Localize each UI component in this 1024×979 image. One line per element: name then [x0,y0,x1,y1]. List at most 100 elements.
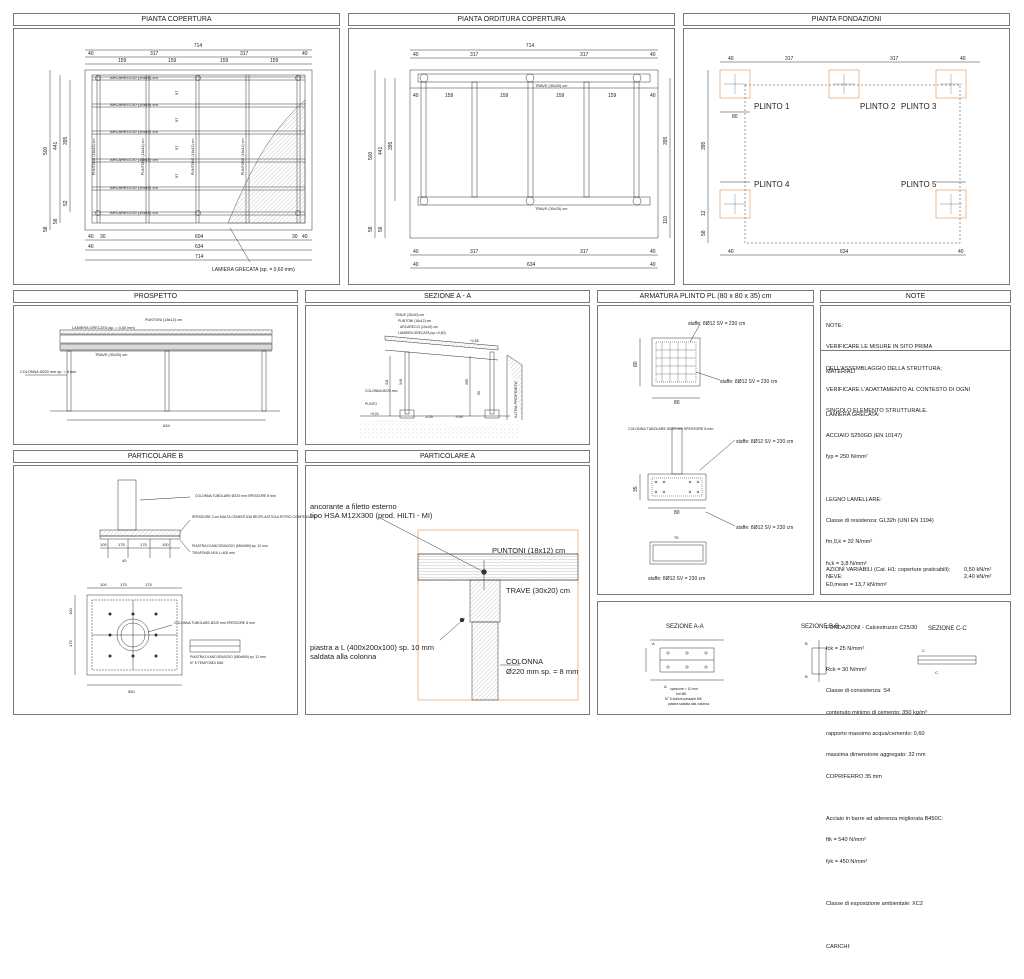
cop-dim-58: 58 [43,226,49,232]
sezione-aa-drawing [360,335,523,438]
arm-dim-75: 75 [674,535,679,540]
azioni-label: AZIONI VARIABILI (Cat. H1: coperture pra… [826,567,951,573]
ord-dim-40d: 40 [650,93,656,99]
pb-dim-6: 40 [122,558,127,563]
pb-label-6: PIASTRA DI ANCORAGGIO (550x550) sp. 12 m… [190,655,266,659]
plinto-2-label: PLINTO 2 [860,102,896,111]
neve-label: NEVE: [826,574,843,580]
legno-2: Classe di resistenza: GL32h (UNI EN 1194… [826,518,934,525]
pa-ancorante-1: ancorante a filetto esterno [310,502,397,511]
cop-dim-total: 714 [194,43,203,49]
pa-piastra-2: saldata alla colonna [310,652,377,661]
fon-dim-395: 395 [701,141,707,150]
cop-dim-b30a: 30 [100,234,106,240]
pa-piastra-1: piastra a L (400x200x100) sp. 10 mm [310,643,434,652]
notes-divider [820,350,1011,351]
sez-label-2: PUNTONI (18x12) cm [398,319,431,323]
panel-particolare-a [305,465,590,715]
pro-colonna: COLONNA Ø220 mm sp. = 8 mm [20,370,76,374]
fon-dim-58: 58 [701,230,707,236]
sez-quota-1: +0,00 [370,412,379,416]
prospetto-drawing [25,329,280,421]
sez-quota-4: +2,85 [470,339,479,343]
pb-label-3: PIASTRA DI ANCORAGGIO (550x550) sp. 12 m… [192,544,268,548]
cop-dim-40a: 40 [88,51,94,57]
ord-dim-b317a: 317 [470,249,479,255]
legno-4: fv,k = 3,8 N/mm² [826,560,867,567]
cop-dim-159d: 159 [270,58,279,64]
title-pianta-orditura: PIANTA ORDITURA COPERTURA [348,13,675,26]
panel-note [820,305,1011,595]
pa-ancorante-2: tipo HSA M12X300 (prod. HILTI - MI) [310,511,433,520]
fon-dim-80: 80 [732,114,738,120]
cop-spacing-3: 97 [174,145,179,150]
ord-dim-b40c: 40 [413,262,419,268]
arm-staffe-4: staffe: 8Ø12 SV = 230 cm [736,525,793,531]
arm-dim-80b: 80 [674,400,680,406]
plinto-1-label: PLINTO 1 [754,102,790,111]
pb-dim-3: 175 [140,542,147,547]
pb-dim-1: 100 [100,542,107,547]
cop-arcareccio-5: ARCARECCIO (10x10) cm [110,185,158,190]
sez-note-2: fori Ø6 [676,692,686,696]
sez-note-1: spessore = 10 mm [670,687,698,691]
ord-dim-159b: 159 [500,93,509,99]
carichi-title: CARICHI: [826,943,851,950]
cop-dim-159c: 159 [220,58,229,64]
notes-block: NOTE: VERIFICARE LE MISURE IN SITO PRIMA… [826,309,970,423]
fon-dim-40b: 40 [960,56,966,62]
ord-dim-58: 58 [368,226,374,232]
ord-dim-b40b: 40 [650,249,656,255]
fon-dim-b40b: 40 [958,249,964,255]
arm-dim-35: 35 [633,486,639,492]
armatura-drawing [639,323,736,565]
ord-dim-159c: 159 [556,93,565,99]
pb-dim-7: 175 [68,640,73,647]
sez-aa-title: SEZIONE A-A [666,624,704,630]
title-pianta-copertura: PIANTA COPERTURA [13,13,340,26]
pb-label-4: TIRAFONDI M16 L=400 mm [192,551,235,555]
arm-colonna: COLONNA TUBOLARE Ø220 mm SPESSORE 8 mm [628,427,713,431]
sez-dim-3: 395 [465,379,469,385]
ord-dim-159a: 159 [445,93,454,99]
cop-dim-b604: 604 [195,234,204,240]
title-pianta-fondazioni: PIANTA FONDAZIONI [683,13,1010,26]
cop-dim-b634: 634 [195,244,204,250]
legno-3: fm,0,k = 32 N/mm² [826,539,873,546]
pro-dim-634: 634 [163,423,170,428]
ord-dim-317a: 317 [470,52,479,58]
ord-dim-500: 500 [368,151,374,160]
title-particolare-a: PARTICOLARE A [305,450,590,463]
arm-staffe-5: staffe: 8Ø12 SV = 230 cm [648,576,705,582]
fond-2: fck = 25 N/mm² [826,645,865,652]
sez-cc-title: SEZIONE C-C [928,626,967,632]
sez-bb-title: SEZIONE B-B [801,624,839,630]
sez-note-4: piastra saldata alla colonna [668,702,709,706]
pb-label-5: COLONNA TUBOLARE Ø220 mm SPESSORE 8 mm [174,621,255,625]
fond-6: rapporto massimo acqua/cemento: 0,60 [826,730,925,737]
ord-trave-1: TRAVE (30x20) cm [535,84,567,88]
arm-staffe-2: staffe: 8Ø12 SV = 230 cm [720,379,777,385]
notes-line-1: VERIFICARE LE MISURE IN SITO PRIMA [826,344,933,351]
sez-dim-4: 90 [477,391,481,395]
cop-arcareccio-2: ARCARECCIO (10x10) cm [110,102,158,107]
arm-staffe-3: staffe: 8Ø12 SV = 230 cm [736,439,793,445]
cop-puntone-1: PUNTONE (18x12) cm [92,139,96,175]
drawing-sheet: 714 40 317 317 40 159 159 159 159 ARCARE… [20,43,980,706]
fond-3: Rck = 30 N/mm² [826,667,867,674]
fon-dim-317a: 317 [785,56,794,62]
pb-dim-2: 175 [118,542,125,547]
pro-lamiera: LAMIERA GRECATA (sp. = 0,60 mm) [72,326,136,330]
cop-dim-56: 56 [53,218,59,224]
ord-dim-r110: 110 [663,216,669,224]
pa-puntoni: PUNTONI (18x12) cm [492,546,565,555]
title-particolare-b: PARTICOLARE B [13,450,298,463]
ord-dim-b634: 634 [527,262,536,268]
ord-dim-total: 714 [526,43,535,49]
pro-puntoni: PUNTONI (18x12) cm [145,318,182,322]
ord-dim-56: 56 [378,226,384,232]
ord-dim-b40a: 40 [413,249,419,255]
legno-5: E0,mean = 13,7 kN/mm² [826,582,887,588]
ord-trave-2: TRAVE (30x20) cm [535,207,567,211]
ord-dim-40c: 40 [413,93,419,99]
